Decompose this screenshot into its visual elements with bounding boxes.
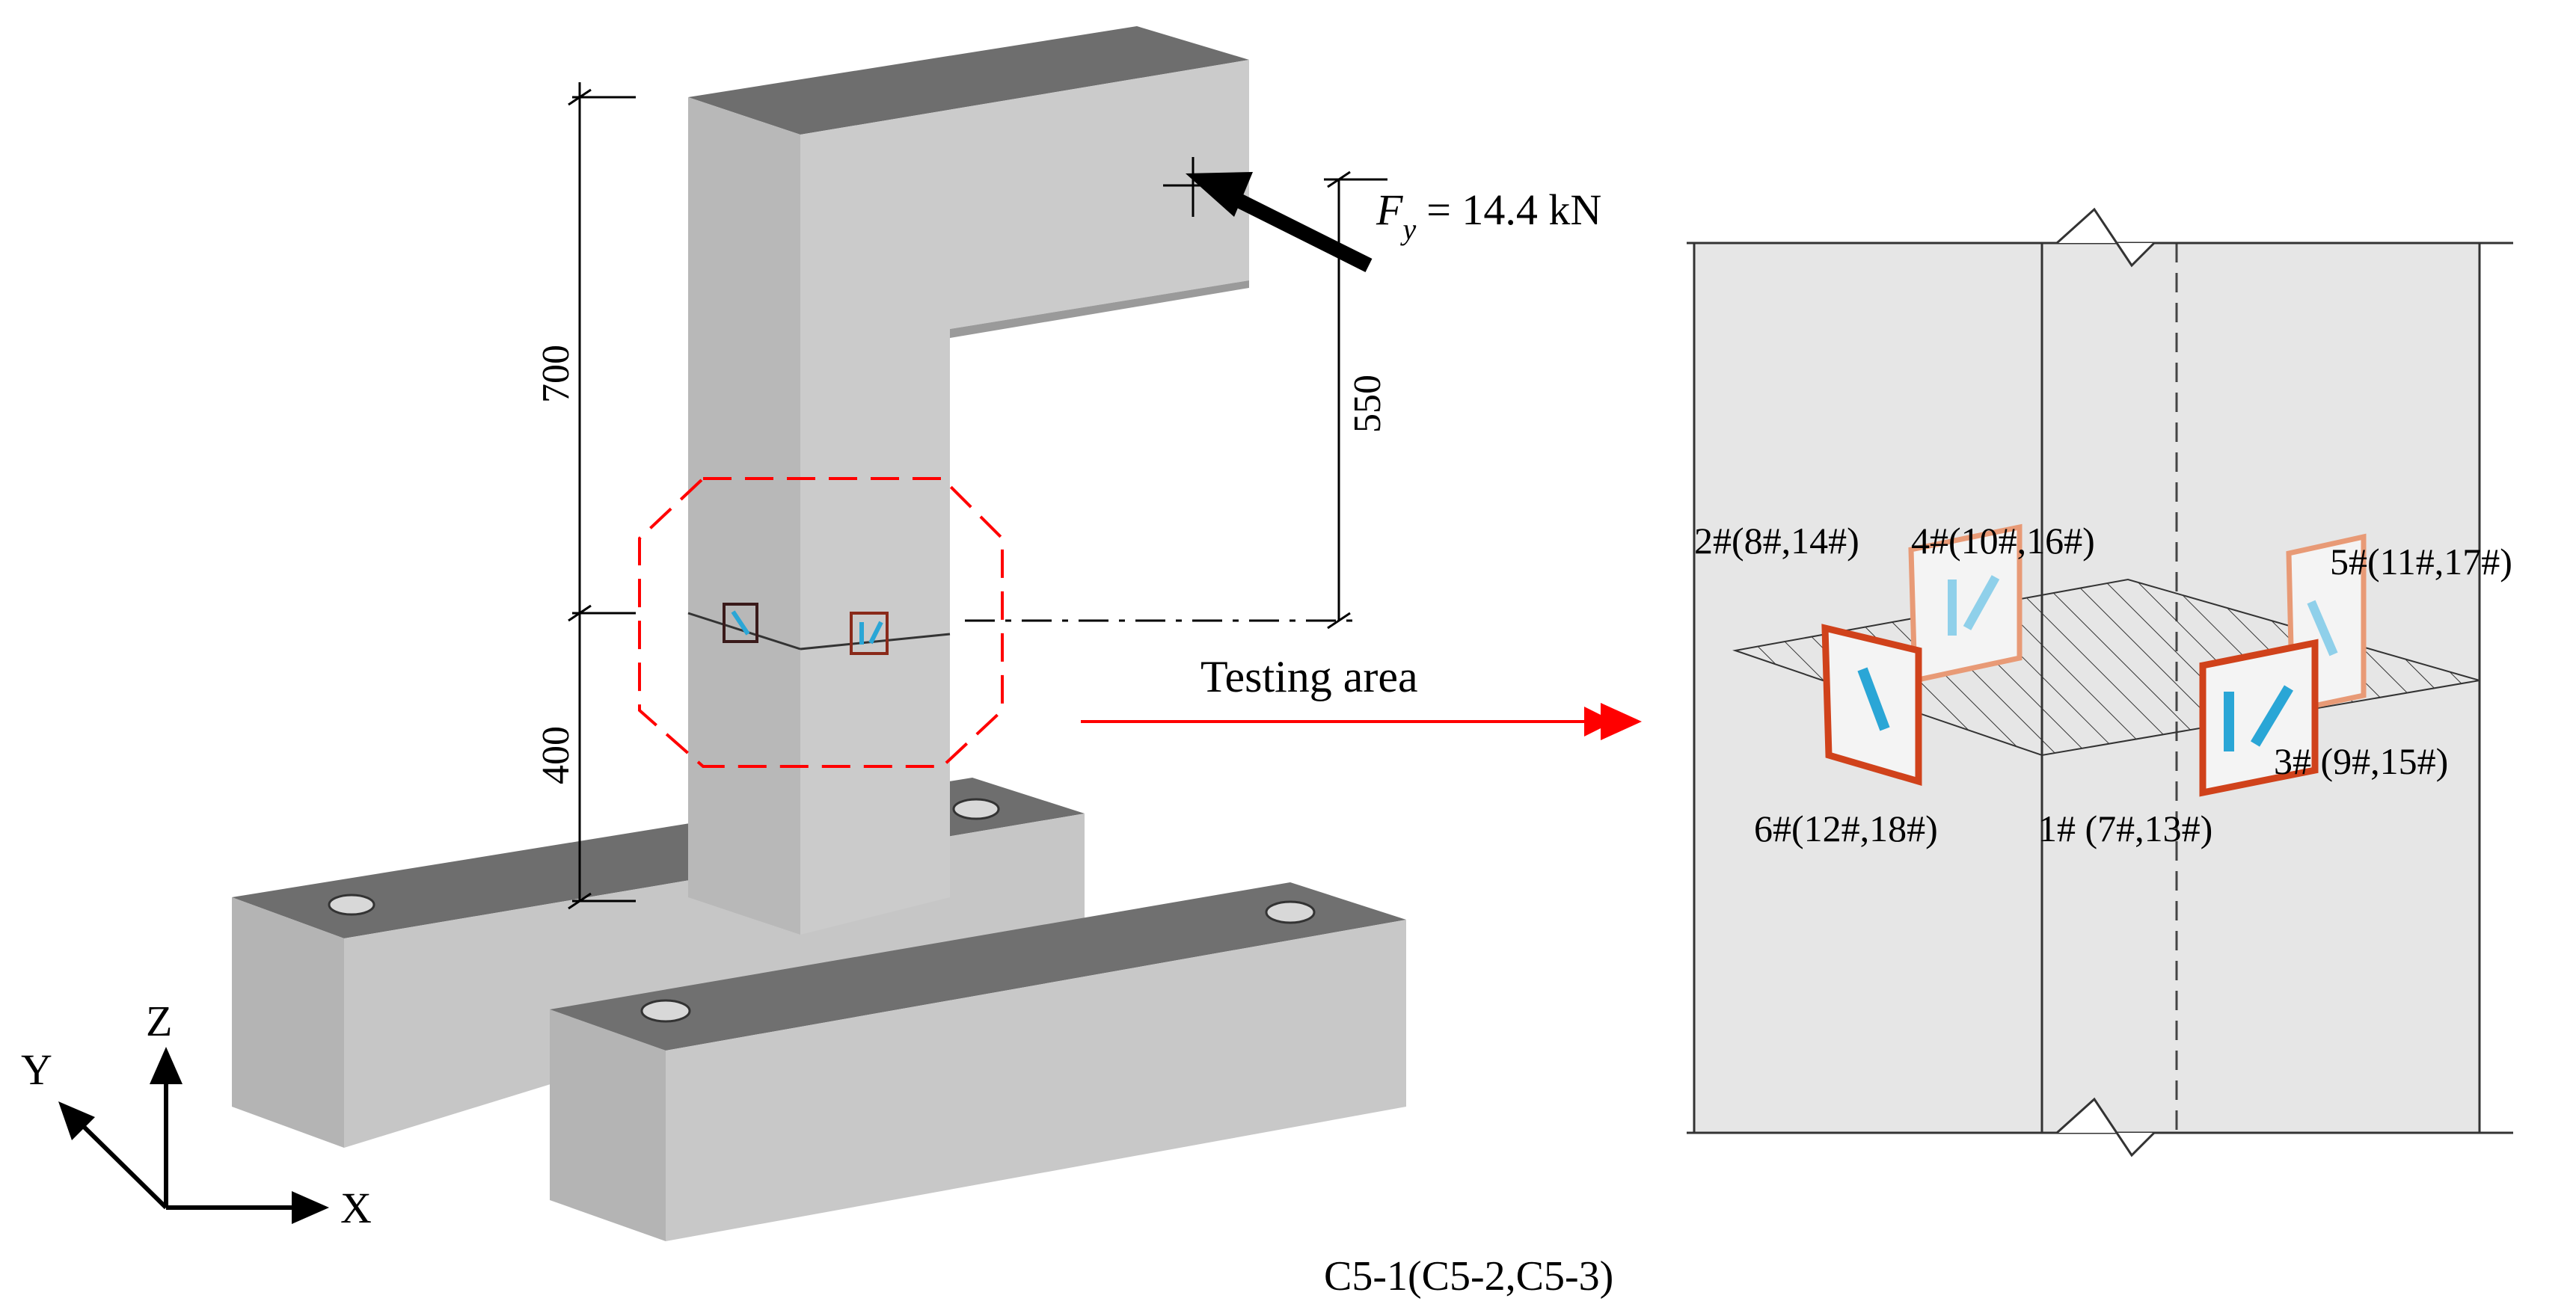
section-detail: 2#(8#,14#) 4#(10#,16#) 5#(11#,17#) 3# (9… <box>1687 207 2513 1157</box>
testing-zone-outline <box>638 477 1004 768</box>
gauge-6-front <box>1821 624 1922 786</box>
dimension-550: 550 <box>1346 375 1389 433</box>
axis-label-y: Y <box>21 1045 52 1094</box>
load-symbol: F <box>1376 185 1403 234</box>
base-beam-right <box>550 882 1406 1241</box>
gauge-label-4: 4#(10#,16#) <box>1911 520 2095 562</box>
axis-label-x: X <box>340 1184 372 1232</box>
axis-label-z: Z <box>146 997 172 1045</box>
gauge-label-6: 6#(12#,18#) <box>1754 808 1938 849</box>
z-axis-arrowhead <box>150 1047 183 1084</box>
gauge-1-front <box>2199 639 2319 797</box>
testing-area-arrowhead <box>1601 703 1642 740</box>
load-value: = 14.4 kN <box>1426 185 1601 234</box>
gauge-label-2: 2#(8#,14#) <box>1694 520 1859 562</box>
testing-area-label: Testing area <box>1200 652 1418 701</box>
dimension-400: 400 <box>535 726 577 784</box>
load-arrow <box>1186 172 1373 272</box>
dimension-700: 700 <box>535 345 577 403</box>
specimen-caption: C5-1(C5-2,C5-3) <box>1324 1253 1613 1300</box>
gauge-label-3: 3# (9#,15#) <box>2274 740 2448 782</box>
axis-triad <box>73 1073 307 1210</box>
gauge-label-5: 5#(11#,17#) <box>2330 541 2512 582</box>
gauge-label-1: 1# (7#,13#) <box>2038 808 2212 849</box>
load-label: Fy = 14.4 kN <box>1376 185 1601 246</box>
y-axis-arrowhead <box>58 1101 95 1140</box>
load-subscript: y <box>1399 212 1416 246</box>
column <box>687 26 1249 935</box>
x-axis-arrowhead <box>292 1191 329 1224</box>
specimen-3d: 700 400 550 Fy = 14.4 kN Z X Y <box>21 26 1601 1241</box>
gauge-4-back <box>1908 523 2023 684</box>
